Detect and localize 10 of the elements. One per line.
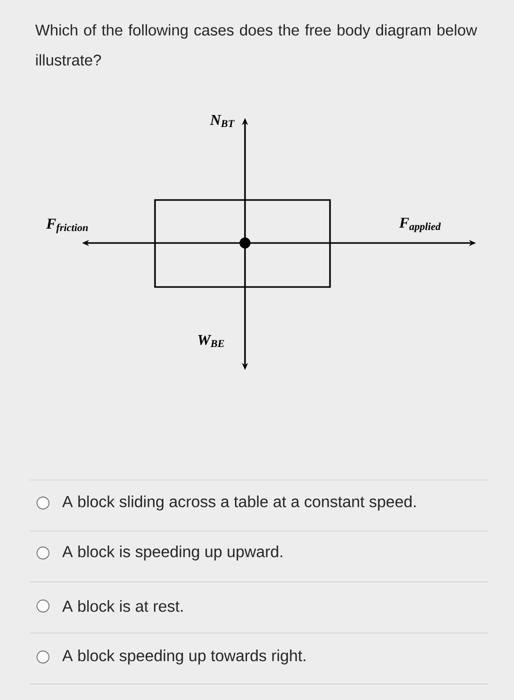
block: [154, 199, 331, 288]
answer-option: A block is at rest.: [62, 600, 183, 612]
answer-option: A block speeding up towards right.: [62, 650, 306, 664]
force-label: F$_{applied}$: [399, 218, 441, 232]
force-label: W$_{BE}$: [198, 335, 224, 347]
question-text: Which of the following cases does the free body diagram below illustrate?: [35, 24, 478, 66]
force-label: N$_{BT}$: [210, 115, 235, 127]
force-label: F$_{friction}$: [46, 218, 88, 234]
answer-option: A block is speeding up upward.: [62, 546, 282, 560]
answer-option: A block sliding across a table at a constant speed.: [62, 496, 416, 510]
